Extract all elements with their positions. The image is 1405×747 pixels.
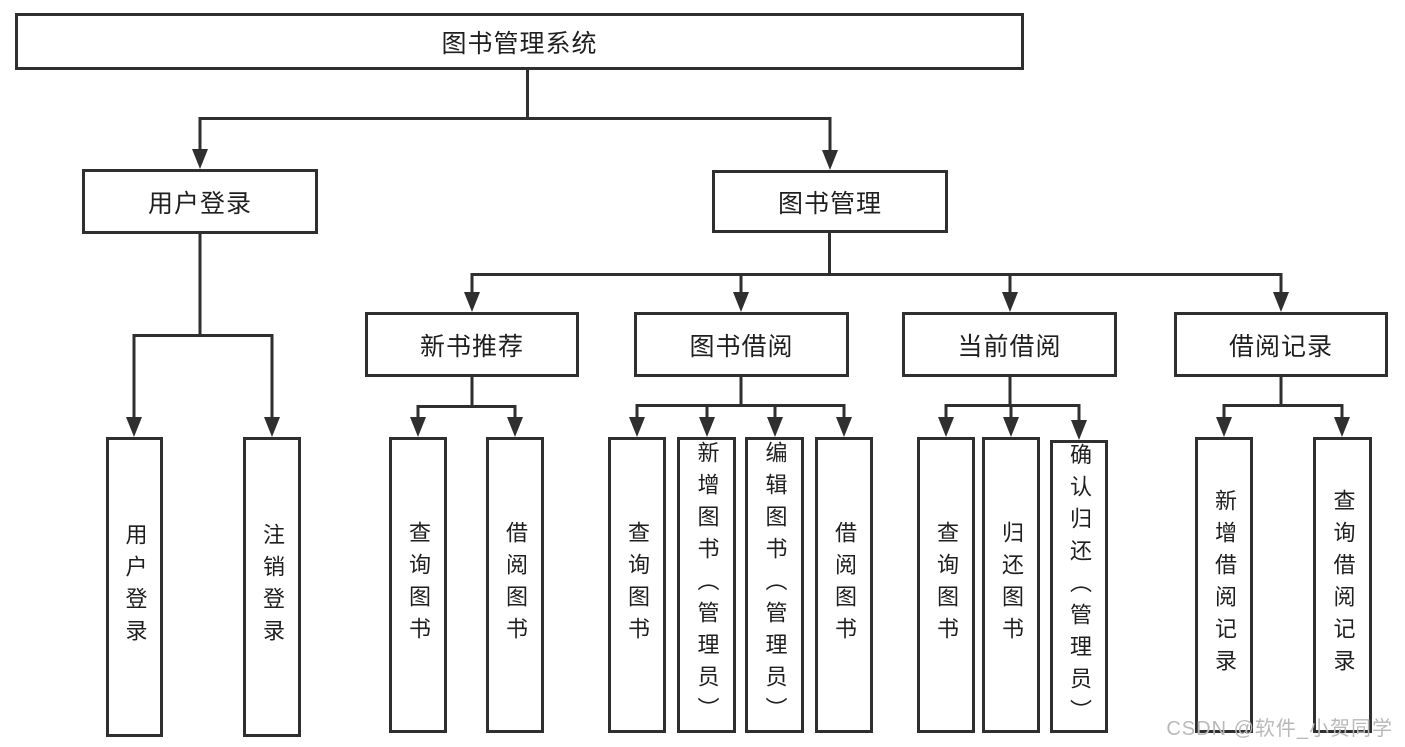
node-user-login: 用户登录	[82, 169, 318, 234]
arrowhead-icon	[1334, 417, 1350, 437]
leaf-records-query-record: 查询借阅记录	[1313, 437, 1372, 733]
arrowhead-icon	[699, 417, 715, 437]
leaf-recommend-query-book: 查询图书	[389, 437, 447, 733]
leaf-borrowing-edit-book-admin: 编辑图书（管理员）	[745, 437, 804, 733]
branch-current-borrow-to-leaves	[944, 376, 1081, 423]
tree-branch-lines	[132, 69, 1344, 423]
leaf-current-confirm-return-admin: 确认归还（管理员）	[1050, 440, 1108, 733]
arrowhead-icon	[1273, 292, 1289, 312]
branch-book-mgmt-to-level3	[470, 232, 1283, 295]
arrowhead-icon	[1071, 420, 1087, 440]
arrowhead-icon	[767, 417, 783, 437]
arrowhead-icon	[464, 292, 480, 312]
arrowhead-icon	[938, 417, 954, 437]
leaf-borrowing-borrow-book: 借阅图书	[815, 437, 873, 733]
arrowhead-icon	[836, 417, 852, 437]
arrowhead-icon	[733, 292, 749, 312]
leaf-records-add-record: 新增借阅记录	[1195, 437, 1253, 733]
arrowheads	[126, 149, 1350, 440]
branch-new-book-to-leaves	[416, 376, 517, 420]
leaf-borrowing-add-book-admin: 新增图书（管理员）	[677, 437, 736, 733]
leaf-user-login: 用户登录	[106, 437, 163, 737]
branch-root-to-level2	[198, 69, 832, 153]
node-current-borrowing: 当前借阅	[902, 312, 1117, 377]
node-book-management: 图书管理	[712, 170, 948, 233]
arrowhead-icon	[1216, 417, 1232, 437]
leaf-current-query-book: 查询图书	[917, 437, 975, 733]
node-book-borrowing: 图书借阅	[634, 312, 849, 377]
csdn-watermark: CSDN @软件_小贺同学	[1166, 718, 1393, 740]
node-borrowing-records: 借阅记录	[1174, 312, 1388, 377]
node-new-book-recommend: 新书推荐	[365, 312, 579, 377]
arrowhead-icon	[264, 417, 280, 437]
branch-user-login-to-leaves	[132, 233, 274, 420]
leaf-current-return-book: 归还图书	[982, 437, 1040, 733]
arrowhead-icon	[507, 417, 523, 437]
arrowhead-icon	[1003, 417, 1019, 437]
arrowhead-icon	[192, 149, 208, 169]
leaf-borrowing-query-book: 查询图书	[608, 437, 666, 733]
arrowhead-icon	[629, 417, 645, 437]
branch-records-to-leaves	[1222, 376, 1344, 420]
arrowhead-icon	[822, 150, 838, 170]
leaf-logout: 注销登录	[243, 437, 301, 737]
arrowhead-icon	[410, 417, 426, 437]
branch-book-borrow-to-leaves	[635, 376, 846, 420]
leaf-recommend-borrow-book: 借阅图书	[486, 437, 544, 733]
arrowhead-icon	[126, 417, 142, 437]
arrowhead-icon	[1002, 292, 1018, 312]
node-root-library-system: 图书管理系统	[15, 13, 1024, 70]
